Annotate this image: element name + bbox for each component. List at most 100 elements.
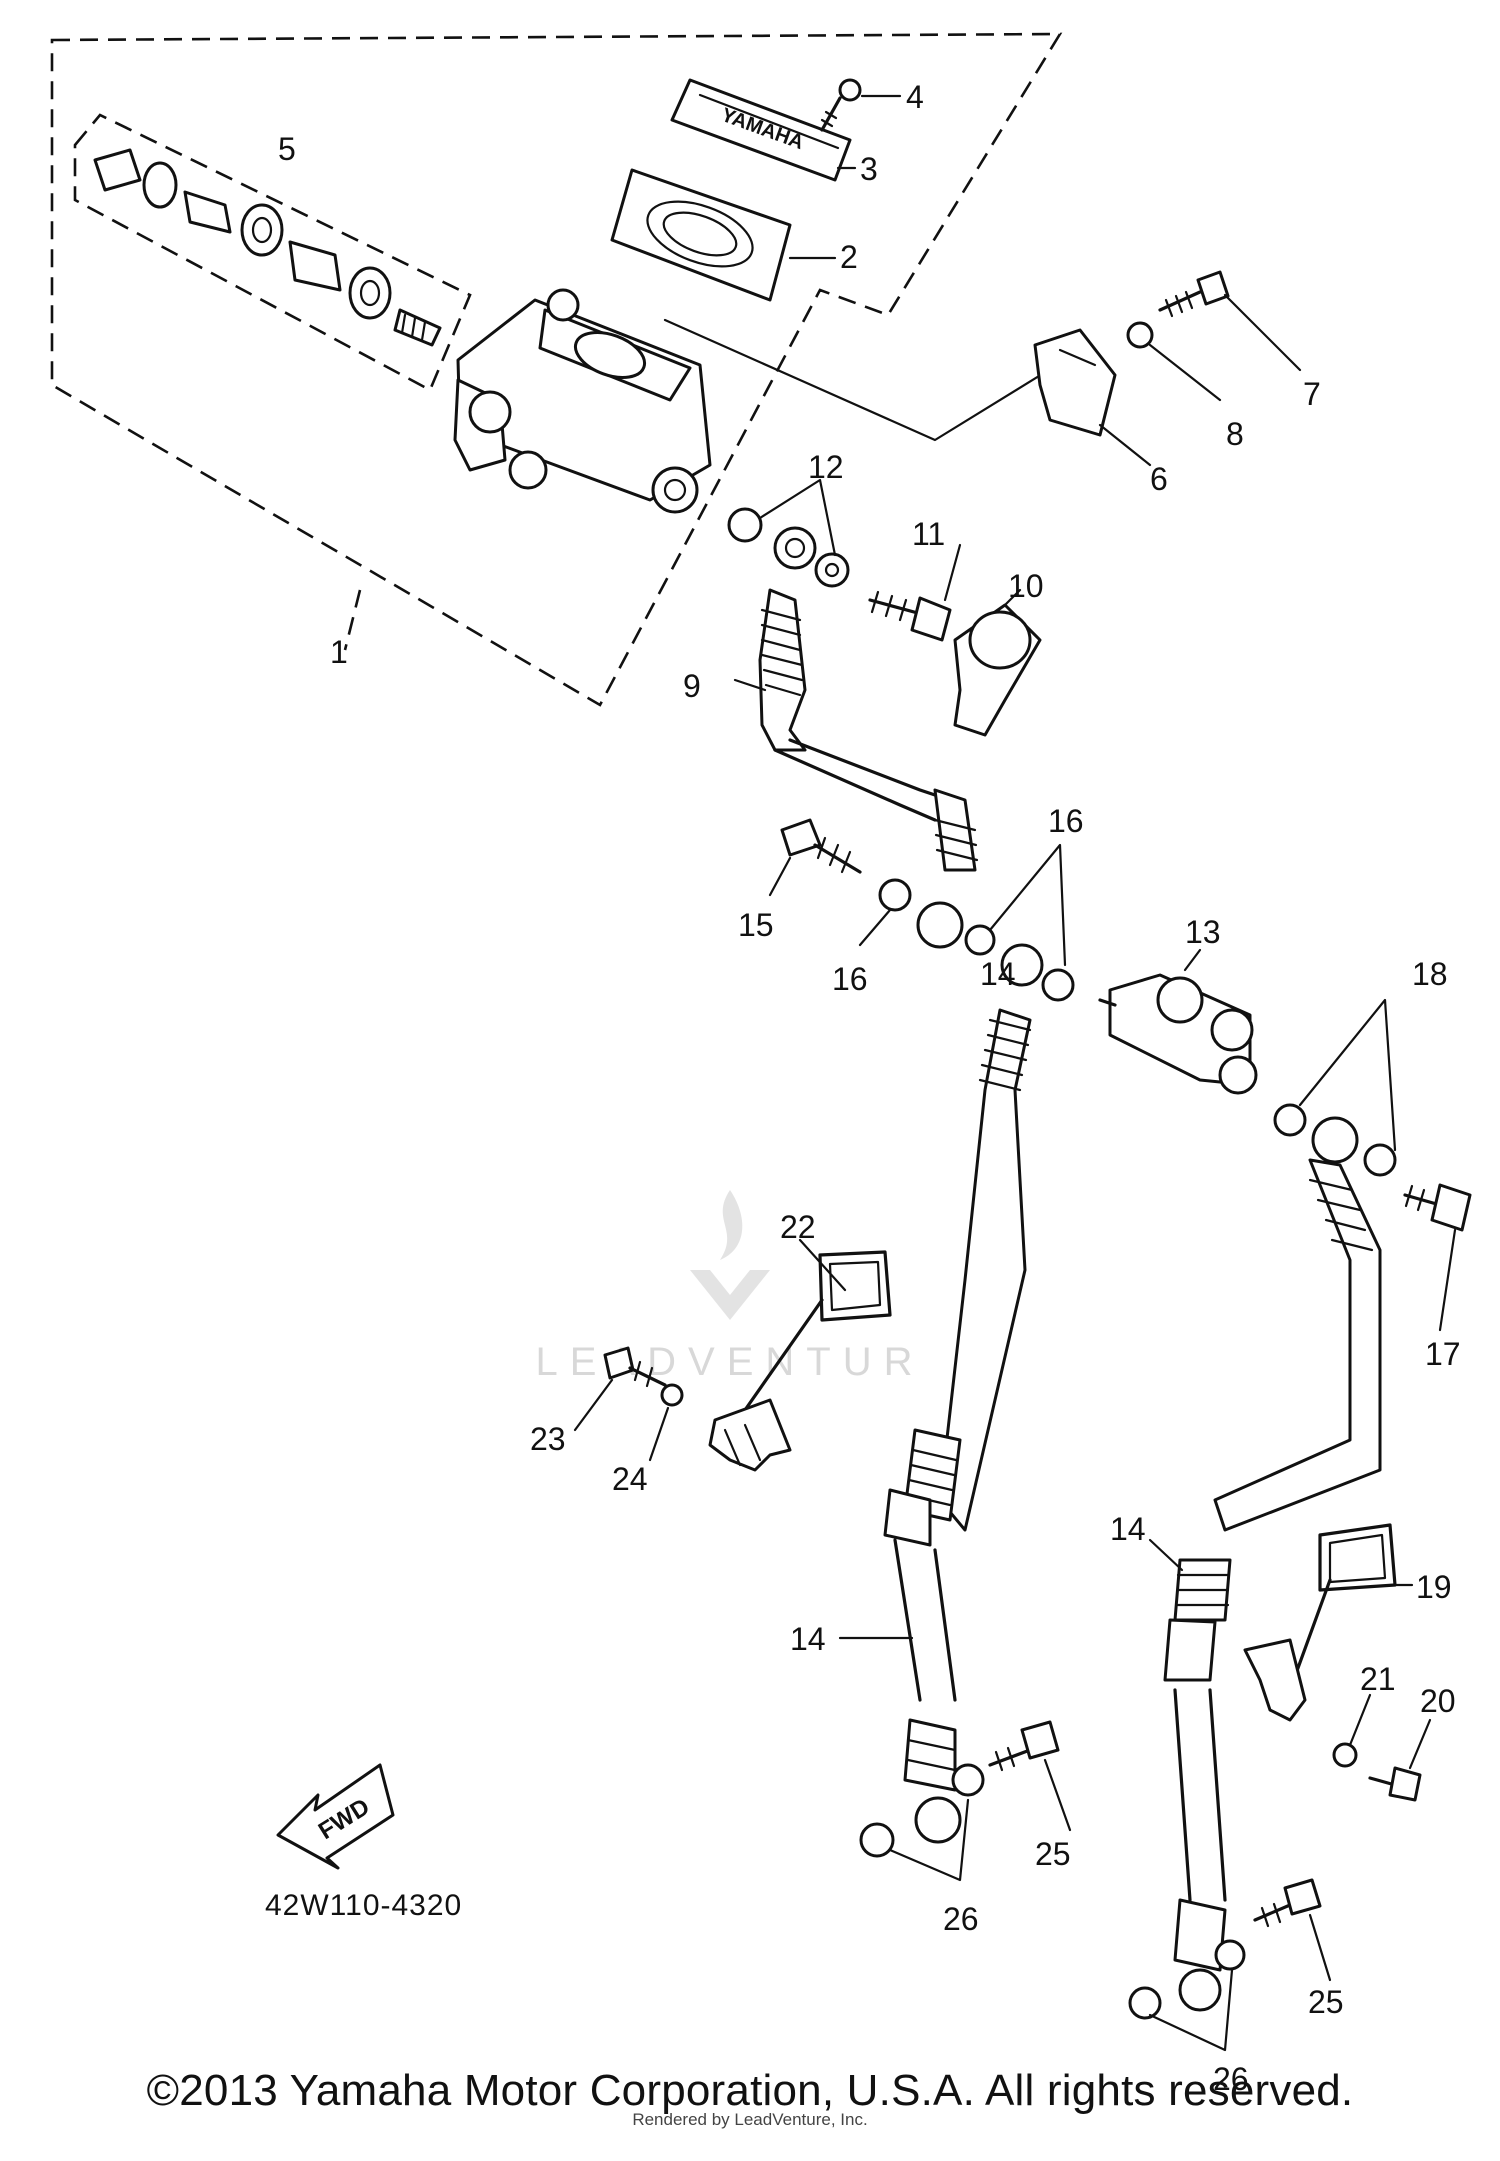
washer (1273, 1103, 1307, 1137)
leader-22 (798, 1238, 847, 1292)
callouts: 1 2 3 4 5 6 7 8 9 10 11 12 13 14 14 14 1… (278, 79, 1461, 2097)
callout-14c: 14 (980, 956, 1016, 992)
callout-9: 9 (683, 668, 701, 704)
banjo-fitting (1000, 943, 1044, 987)
leader-1 (343, 589, 362, 651)
callout-25b: 25 (1308, 1984, 1344, 2020)
hose-clamp-upper (708, 1250, 892, 1472)
callout-12: 12 (808, 449, 844, 485)
washer (727, 507, 763, 543)
leader-8 (1148, 343, 1222, 402)
leader-26a (888, 1798, 970, 1882)
callout-16a: 16 (832, 961, 868, 997)
callout-8: 8 (1226, 416, 1244, 452)
union-bolt-lower-left (988, 1720, 1060, 1772)
callout-26a: 26 (943, 1901, 979, 1937)
leader-16b (988, 843, 1067, 967)
watermark-text: LEADVENTUR (535, 1340, 925, 1384)
leader-10 (1003, 588, 1022, 607)
piston-kit (93, 148, 442, 347)
callout-16b: 16 (1048, 803, 1084, 839)
callout-7: 7 (1303, 376, 1321, 412)
leader-9 (733, 678, 767, 692)
leader-7 (1223, 293, 1302, 372)
union-bolt-right (1403, 1183, 1472, 1232)
leader-25b (1308, 1913, 1332, 1982)
leader-26b (1148, 1968, 1234, 2052)
union-bolt (780, 818, 862, 874)
union-bolt-lower-right (1253, 1878, 1322, 1928)
callout-4: 4 (906, 79, 924, 115)
leader-2-6 (663, 318, 1067, 442)
brake-hose-upper (758, 588, 979, 872)
leader-18 (1298, 998, 1397, 1152)
washer (1332, 1742, 1358, 1768)
callout-19: 19 (1416, 1569, 1452, 1605)
washer (660, 1383, 684, 1407)
washer (878, 878, 912, 912)
banjo-fitting (773, 526, 817, 570)
washer (964, 924, 996, 956)
clamp-bolt-lower (1368, 1766, 1422, 1802)
callout-23: 23 (530, 1421, 566, 1457)
callout-10: 10 (1008, 568, 1044, 604)
leader-15 (768, 856, 792, 897)
brake-hose-right (1128, 1158, 1382, 2020)
copyright-notice: ©2013 Yamaha Motor Corporation, U.S.A. A… (146, 2066, 1354, 2115)
callout-1: 1 (330, 634, 348, 670)
brake-hose-left (859, 1008, 1032, 1858)
leader-25a (1043, 1758, 1072, 1832)
callout-14b: 14 (790, 1621, 826, 1657)
bolt (1158, 270, 1230, 318)
callout-22: 22 (780, 1209, 816, 1245)
leader-20 (1408, 1718, 1432, 1770)
clamp-bolt (603, 1346, 667, 1388)
callout-26b: 26 (1213, 2061, 1249, 2097)
callout-2: 2 (840, 239, 858, 275)
cover (1033, 328, 1117, 437)
brake-hose-joint (1098, 973, 1258, 1095)
washer (1126, 321, 1154, 349)
leader-17 (1438, 1228, 1457, 1332)
leader-23 (573, 1378, 614, 1432)
fwd-arrow-icon: FWD (276, 1763, 395, 1870)
callout-20: 20 (1420, 1683, 1456, 1719)
callout-3: 3 (860, 151, 878, 187)
leader-24 (648, 1406, 670, 1462)
callout-11: 11 (912, 516, 945, 552)
callout-21: 21 (1360, 1661, 1396, 1697)
leader-14b (1148, 1538, 1184, 1572)
washer (1041, 968, 1075, 1002)
callout-14a: 14 (1110, 1511, 1146, 1547)
washer (814, 552, 850, 588)
callout-15: 15 (738, 907, 774, 943)
cap-screw (820, 78, 862, 132)
banjo-bolt (868, 590, 952, 642)
leader-13 (1183, 948, 1202, 972)
leader-21 (1348, 1693, 1372, 1747)
banjo-fitting (1311, 1116, 1359, 1164)
leadventure-watermark: LEADVENTUR (490, 1180, 970, 1385)
banjo-fitting (916, 901, 964, 949)
leader-12 (758, 478, 837, 557)
master-cylinder-body (453, 288, 712, 514)
brake-switch-cover (953, 603, 1042, 737)
leader-11 (943, 543, 962, 602)
diaphragm (610, 168, 792, 302)
callout-5: 5 (278, 131, 296, 167)
callout-13: 13 (1185, 914, 1221, 950)
kit-outline (73, 113, 472, 392)
flame-logo-icon (690, 1190, 770, 1320)
washer (1363, 1143, 1397, 1177)
drawing-code: 42W110-4320 (265, 1889, 462, 1922)
callout-24: 24 (612, 1461, 648, 1497)
callout-25a: 25 (1035, 1836, 1071, 1872)
leader-6 (1098, 423, 1152, 467)
callout-17: 17 (1425, 1336, 1461, 1372)
callout-6: 6 (1150, 461, 1168, 497)
rendered-by-note: Rendered by LeadVenture, Inc. (632, 2110, 868, 2129)
assembly-outline (50, 32, 1063, 707)
callout-18: 18 (1412, 956, 1448, 992)
leader-16a (858, 908, 892, 947)
